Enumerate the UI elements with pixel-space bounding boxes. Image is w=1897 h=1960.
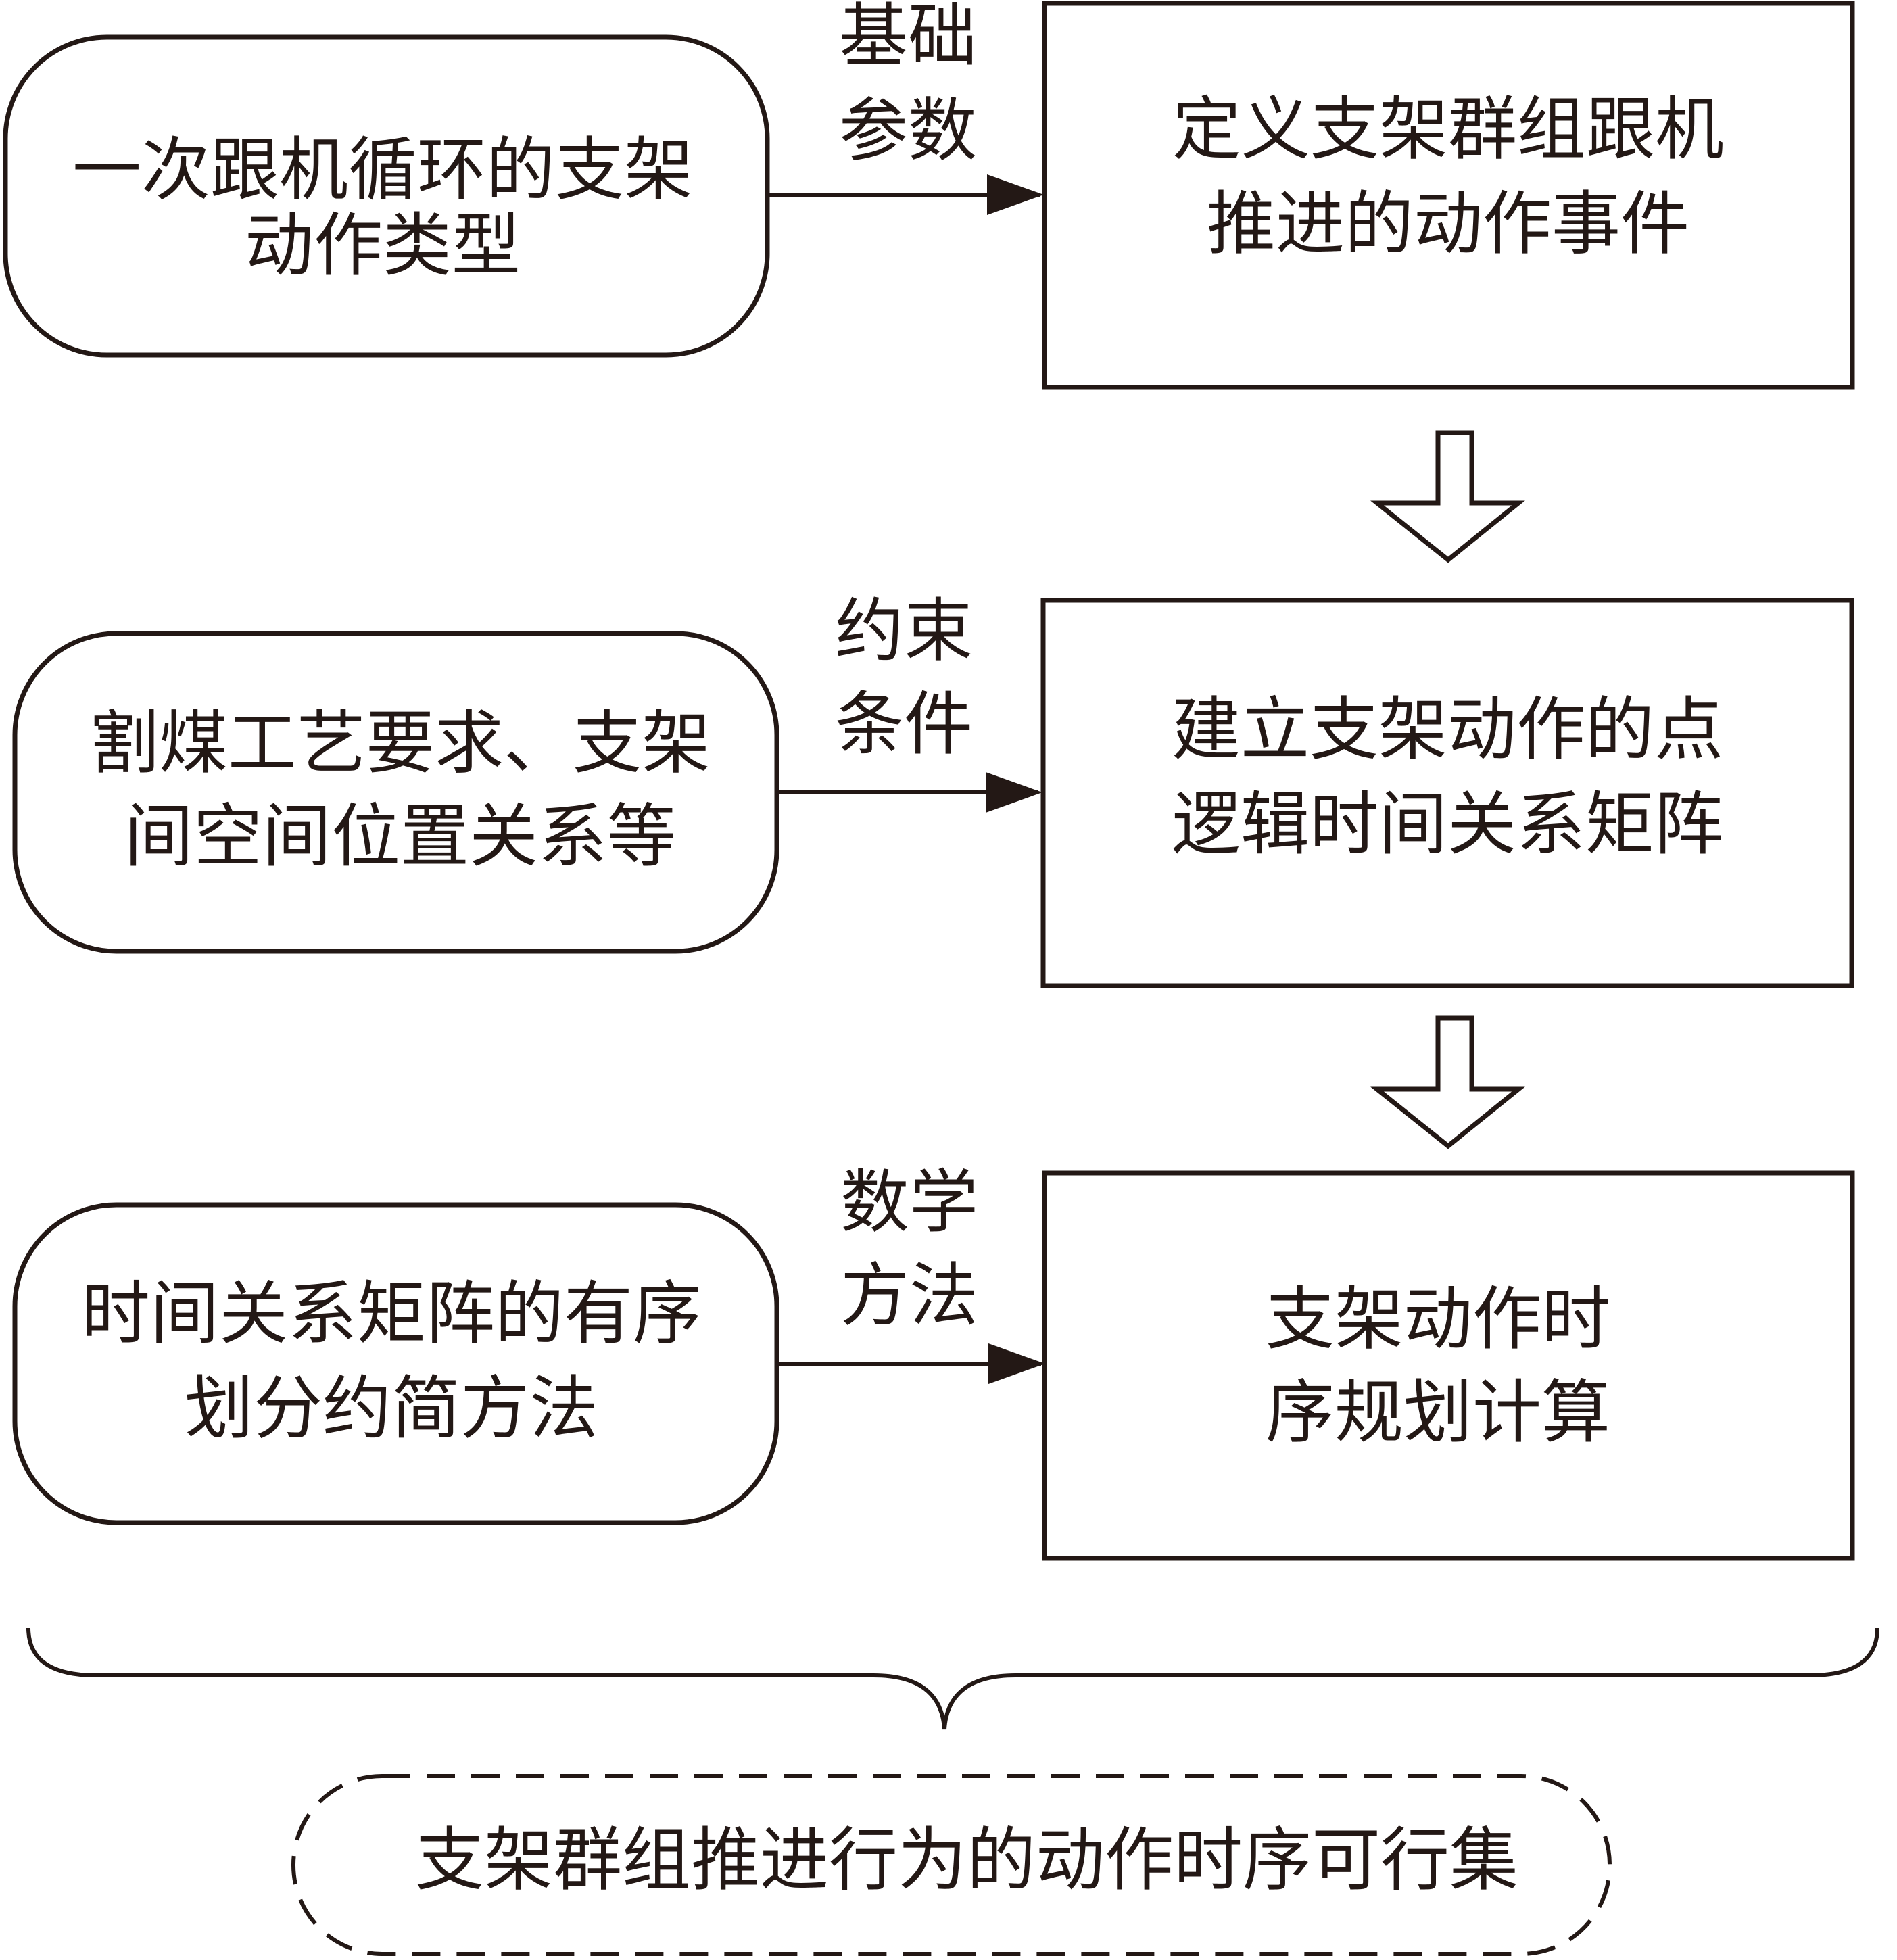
edge-label-2-line-2: 条件 (835, 685, 973, 765)
input-3-line-2: 划分约简方法 (185, 1369, 598, 1450)
step-1-line-2: 推进的动作事件 (1207, 185, 1689, 265)
down-arrow-2 (1370, 1015, 1525, 1149)
step-2-line-1: 建立支架动作的点 (1172, 690, 1723, 771)
result-text: 支架群组推进行为的动作时序可行集 (415, 1821, 1518, 1901)
input-3-line-1: 时间关系矩阵的有序 (81, 1274, 702, 1355)
step-box-1 (1042, 1, 1855, 390)
edge-label-1-line-1: 基础 (839, 0, 977, 77)
edge-label-3-line-2: 方法 (840, 1256, 978, 1337)
step-3-line-2: 序规划计算 (1266, 1373, 1610, 1454)
down-arrow-1 (1370, 430, 1525, 563)
step-1-line-1: 定义支架群组跟机 (1172, 90, 1724, 170)
result-box (291, 1774, 1612, 1956)
input-2-line-2: 间空间位置关系等 (124, 797, 676, 878)
input-box-3 (12, 1202, 779, 1525)
input-box-2 (12, 631, 779, 954)
input-1-line-1: 一次跟机循环的支架 (72, 130, 693, 211)
input-2-line-1: 割煤工艺要求、支架 (90, 704, 711, 784)
summary-brace (26, 1627, 1879, 1730)
edge-label-3-line-1: 数学 (840, 1163, 978, 1243)
edge-label-1-line-2: 参数 (839, 91, 977, 172)
step-3-line-1: 支架动作时 (1266, 1280, 1610, 1360)
step-2-line-2: 逻辑时间关系矩阵 (1172, 785, 1723, 865)
input-1-line-2: 动作类型 (245, 206, 521, 287)
step-box-2 (1040, 598, 1854, 988)
step-box-3 (1042, 1170, 1855, 1561)
edge-label-2-line-1: 约束 (835, 592, 973, 672)
